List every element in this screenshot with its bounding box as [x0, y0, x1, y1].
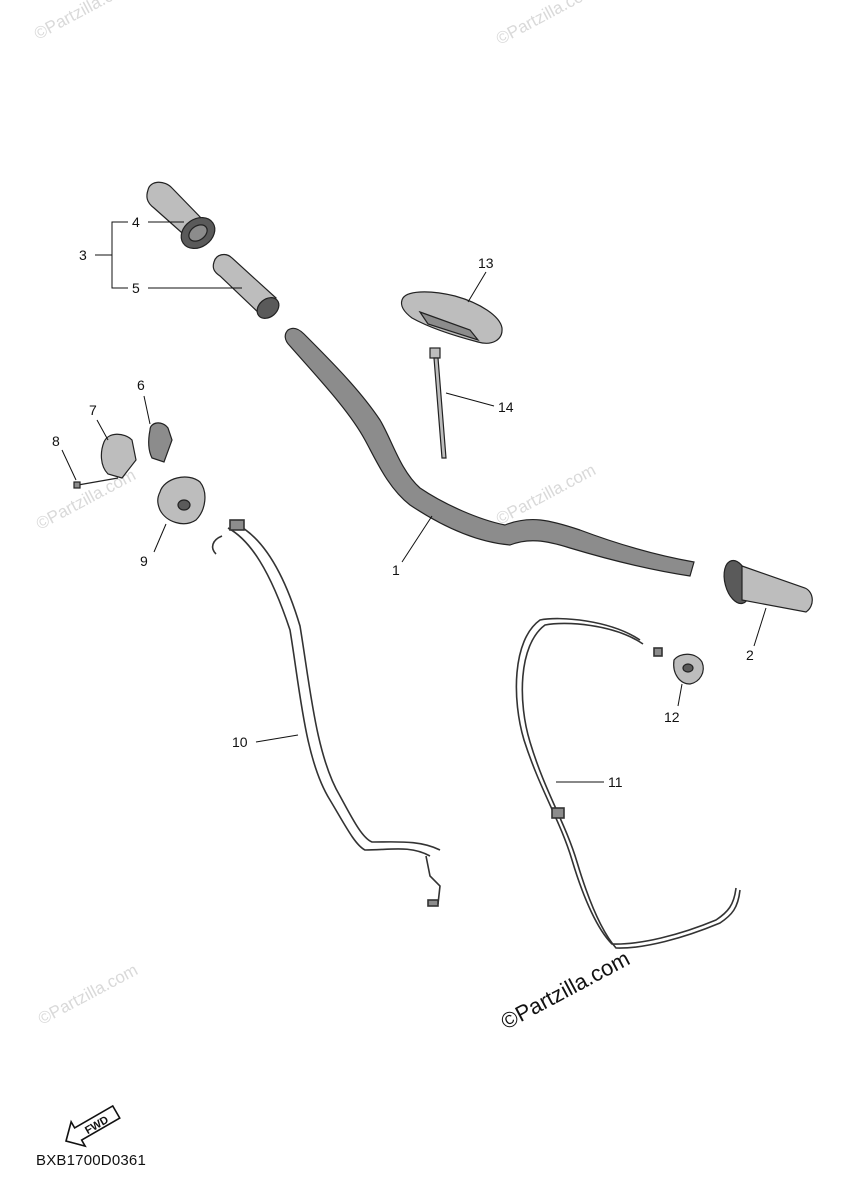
- callout-12: 12: [664, 709, 680, 725]
- callout-8: 8: [52, 433, 60, 449]
- adjuster-part: [673, 653, 704, 685]
- throttle-cable-part: [211, 519, 441, 907]
- callout-7: 7: [89, 402, 97, 418]
- callout-2: 2: [746, 647, 754, 663]
- fwd-arrow: FWD: [65, 1104, 121, 1148]
- callout-4: 4: [132, 214, 140, 230]
- copyright-notice: ©Partzilla.com: [497, 946, 634, 1035]
- band-part: [429, 347, 447, 459]
- leader-lines: [61, 221, 767, 783]
- callout-3: 3: [79, 247, 87, 263]
- watermark: ©Partzilla.com: [35, 960, 141, 1028]
- callout-6: 6: [137, 377, 145, 393]
- handlebar-pad-part: [400, 291, 503, 344]
- grip-left-part: [146, 181, 216, 250]
- callout-14: 14: [498, 399, 514, 415]
- callout-labels: 1 2 3 4 5 6 7 8 9 10 11 12 13 14: [52, 214, 754, 790]
- callout-11: 11: [608, 774, 623, 790]
- switch-assembly-parts: [73, 422, 206, 525]
- throttle-tube-part: [212, 253, 280, 319]
- grip-right-part: [723, 559, 813, 613]
- callout-1: 1: [392, 562, 400, 578]
- drawing-code: BXB1700D0361: [36, 1152, 146, 1169]
- callout-5: 5: [132, 280, 140, 296]
- watermark: ©Partzilla.com: [31, 0, 137, 44]
- handlebar-part: [284, 327, 695, 577]
- callout-13: 13: [478, 255, 494, 271]
- clutch-cable-part: [515, 617, 741, 949]
- callout-9: 9: [140, 553, 148, 569]
- callout-10: 10: [232, 734, 248, 750]
- watermark: ©Partzilla.com: [493, 0, 599, 49]
- watermarks: ©Partzilla.com ©Partzilla.com ©Partzilla…: [31, 0, 599, 1029]
- fwd-label: FWD: [83, 1114, 111, 1137]
- watermark: ©Partzilla.com: [493, 460, 599, 528]
